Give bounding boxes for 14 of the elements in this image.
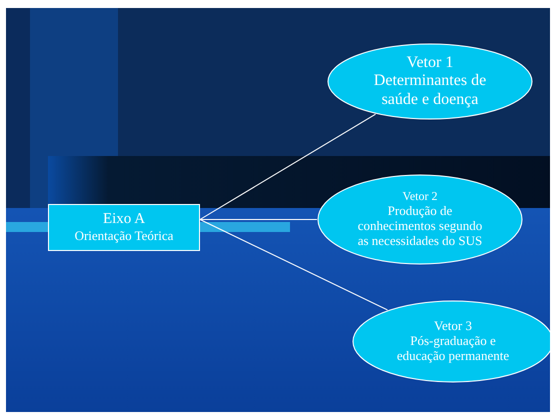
node-text: Pós-graduação e educação permanente [396,334,510,364]
node-title: Vetor 3 [434,319,472,334]
process-box [48,204,200,251]
connector-line [200,219,318,220]
node-title: Eixo A [102,211,146,229]
node-text: Determinantes de saúde e doença [372,72,488,110]
node-title: Vetor 1 [406,54,454,72]
ellipse-node [327,43,533,120]
ellipse-node [317,174,523,265]
node-text: Produção de conhecimentos segundo as necessidades do SUS [356,204,484,249]
connector-line [200,114,376,220]
connector-line [200,219,388,310]
node-text: Orientação Teórica [74,228,174,244]
node-title: Vetor 2 [402,190,438,204]
